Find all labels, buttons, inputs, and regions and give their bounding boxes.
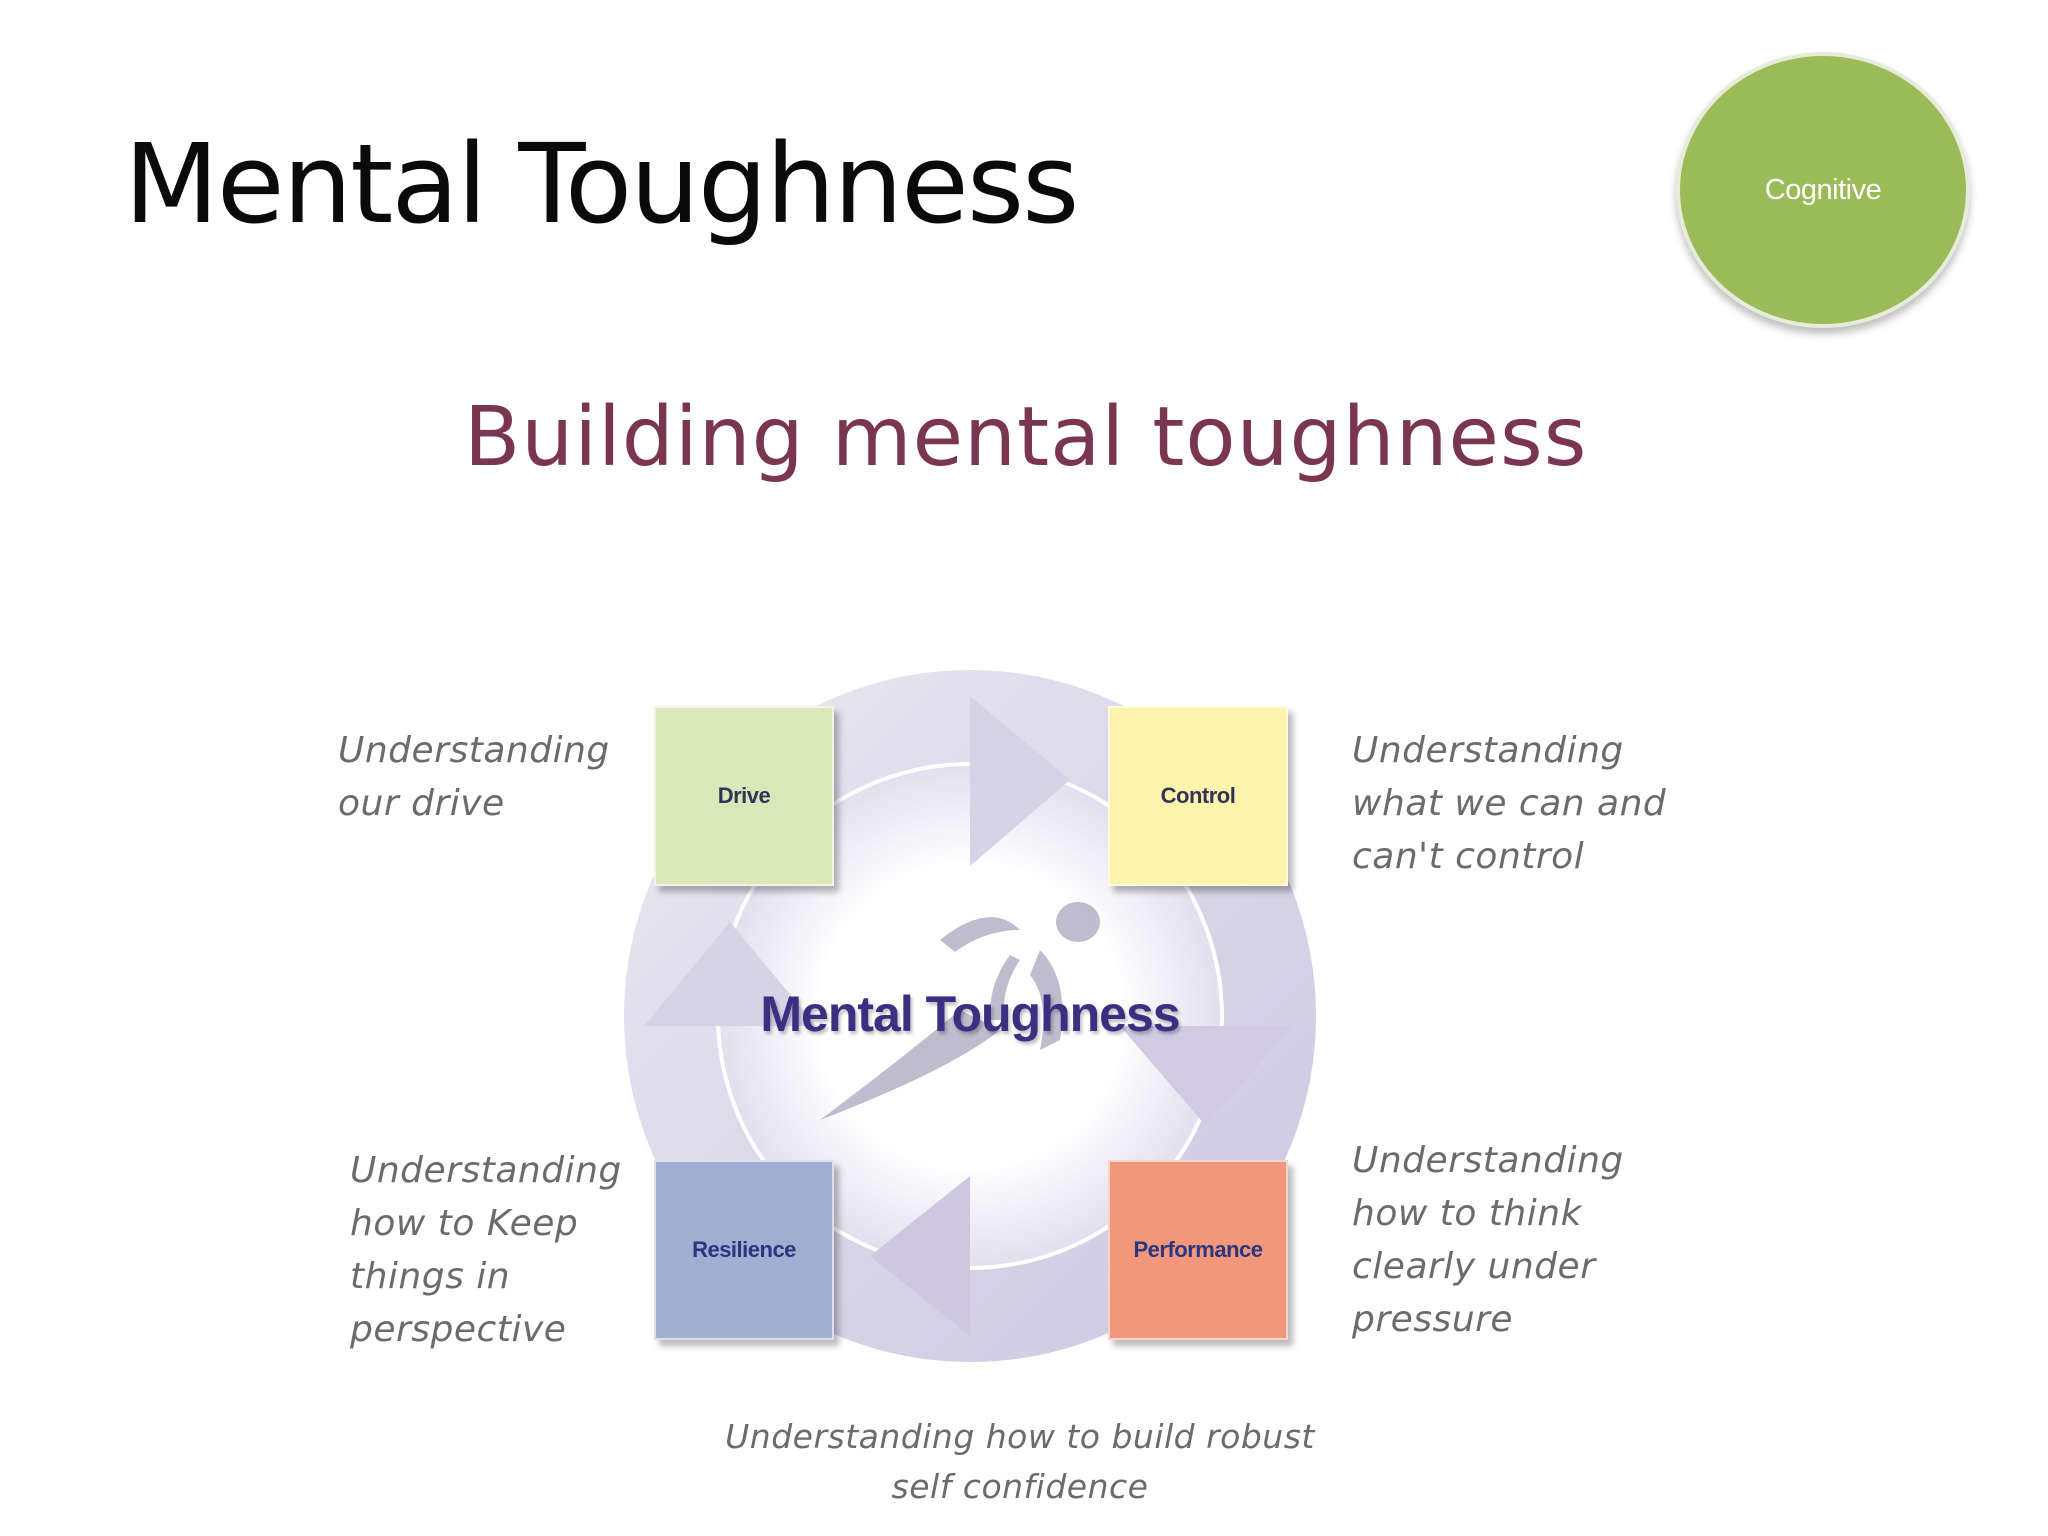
performance-note: Understanding how to think clearly under…	[1352, 1140, 1624, 1340]
slide-title: Mental Toughness	[124, 120, 1079, 248]
resilience-note: Understanding how to Keep things in pers…	[350, 1150, 622, 1350]
arrow-top-right	[970, 696, 1070, 866]
drive-label: Drive	[717, 783, 771, 808]
arrow-left-up	[644, 922, 816, 1026]
drive-note: Understanding our drive	[338, 730, 610, 824]
center-label: Mental Toughness	[760, 986, 1180, 1042]
confidence-note: Understanding how to build robust self c…	[725, 1417, 1315, 1506]
badge-label: Cognitive	[1764, 173, 1882, 206]
arrow-right-down	[1120, 1026, 1292, 1126]
control-note: Understanding what we can and can't cont…	[1352, 730, 1667, 877]
cognitive-badge: Cognitive	[1676, 52, 1970, 328]
control-box: Control	[1108, 706, 1288, 886]
diagram-heading: Building mental toughness	[464, 390, 1588, 485]
arrow-bottom-left	[870, 1176, 970, 1336]
resilience-box: Resilience	[654, 1160, 834, 1340]
resilience-label: Resilience	[692, 1237, 796, 1262]
performance-label: Performance	[1133, 1237, 1263, 1262]
drive-box: Drive	[654, 706, 834, 886]
runner-silhouette-icon	[820, 902, 1100, 1120]
control-label: Control	[1160, 783, 1236, 808]
performance-box: Performance	[1108, 1160, 1288, 1340]
